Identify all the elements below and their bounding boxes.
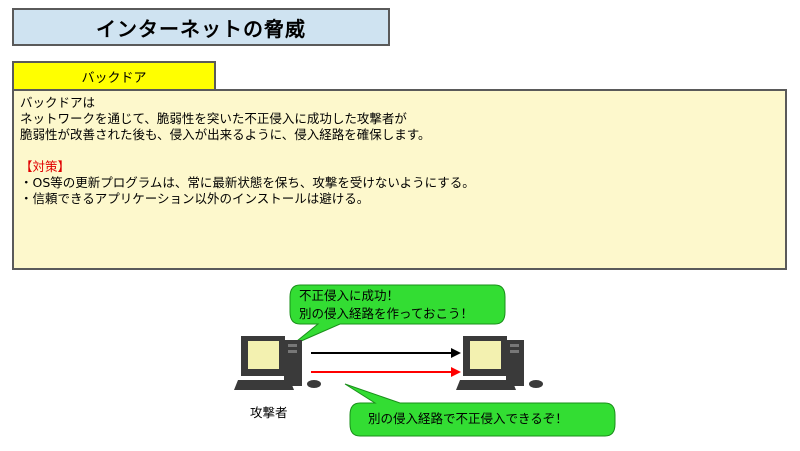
countermeasure-item: ・OS等の更新プログラムは、常に最新状態を保ち、攻撃を受けないようにする。 <box>20 175 475 190</box>
target-computer-icon <box>456 336 543 390</box>
section-tab: バックドア <box>12 61 216 89</box>
arrow-red <box>311 367 461 377</box>
page-title: インターネットの脅威 <box>12 8 390 46</box>
bubble-top-line: 不正侵入に成功！ <box>299 288 400 303</box>
attacker-label: 攻撃者 <box>250 405 288 420</box>
bubble-top-line: 別の侵入経路を作っておこう！ <box>299 306 474 321</box>
speech-bubble-top <box>289 284 506 346</box>
arrow-black <box>311 348 461 358</box>
countermeasure-item: ・信頼できるアプリケーション以外のインストールは避ける。 <box>20 191 370 206</box>
content-panel: バックドアは ネットワークを通じて、脆弱性を突いた不正侵入に成功した攻撃者が 脆… <box>12 89 787 270</box>
speech-bubble-bottom <box>344 383 616 437</box>
content-line: ネットワークを通じて、脆弱性を突いた不正侵入に成功した攻撃者が <box>20 111 407 126</box>
bubble-top-text: 不正侵入に成功！ 別の侵入経路を作っておこう！ <box>299 287 473 323</box>
content-line: バックドアは <box>20 95 96 110</box>
content-line: 脆弱性が改善された後も、侵入が出来るように、侵入経路を確保します。 <box>20 127 431 142</box>
countermeasure-heading: 【対策】 <box>20 159 71 174</box>
attacker-computer-icon <box>234 336 321 390</box>
bubble-bottom-text: 別の侵入経路で不正侵入できるぞ！ <box>368 411 568 426</box>
